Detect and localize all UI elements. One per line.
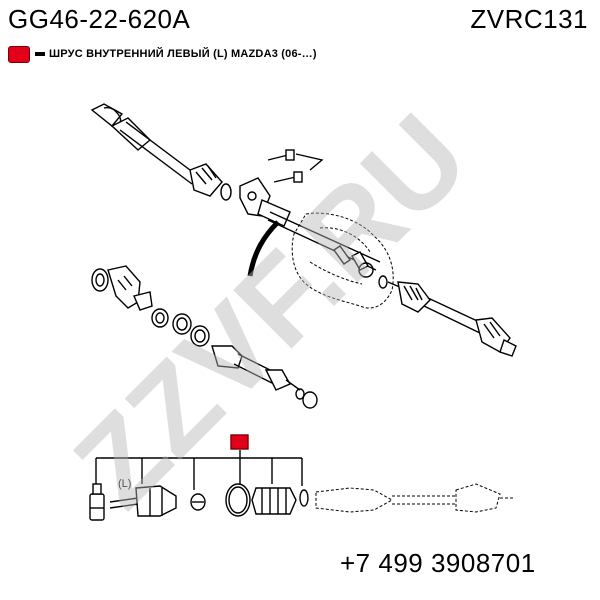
legend-color-swatch bbox=[8, 45, 30, 63]
small-clamp bbox=[299, 489, 309, 507]
boot-clamp bbox=[225, 483, 251, 517]
outer-shaft-dashed bbox=[315, 483, 514, 513]
grease-tube bbox=[89, 483, 105, 521]
part-number: GG46-22-620A bbox=[8, 4, 191, 34]
right-drive-shaft bbox=[90, 103, 232, 201]
highlight-marker bbox=[230, 434, 249, 450]
inner-cv-joint-cap bbox=[190, 493, 206, 511]
center-bracket bbox=[239, 177, 291, 227]
side-label: (L) bbox=[118, 478, 132, 490]
left-small-parts bbox=[91, 265, 210, 347]
curved-arrow bbox=[247, 220, 280, 277]
inner-shaft bbox=[211, 345, 318, 409]
mounting-bolts bbox=[267, 149, 324, 183]
contact-phone: +7 499 3908701 bbox=[340, 548, 536, 578]
cv-boot bbox=[251, 487, 297, 515]
legend-dash bbox=[35, 52, 45, 56]
intermediate-shaft bbox=[267, 211, 517, 357]
legend: ШРУС ВНУТРЕННИЙ ЛЕВЫЙ (L) MAZDA3 (06-…) bbox=[8, 44, 317, 64]
callout-bracket bbox=[95, 434, 303, 490]
vendor-code: ZVRC131 bbox=[470, 4, 588, 34]
legend-label: ШРУС ВНУТРЕННИЙ ЛЕВЫЙ (L) MAZDA3 (06-…) bbox=[49, 48, 317, 60]
transaxle-housing bbox=[291, 212, 394, 309]
inner-cv-joint-housing bbox=[109, 485, 177, 517]
